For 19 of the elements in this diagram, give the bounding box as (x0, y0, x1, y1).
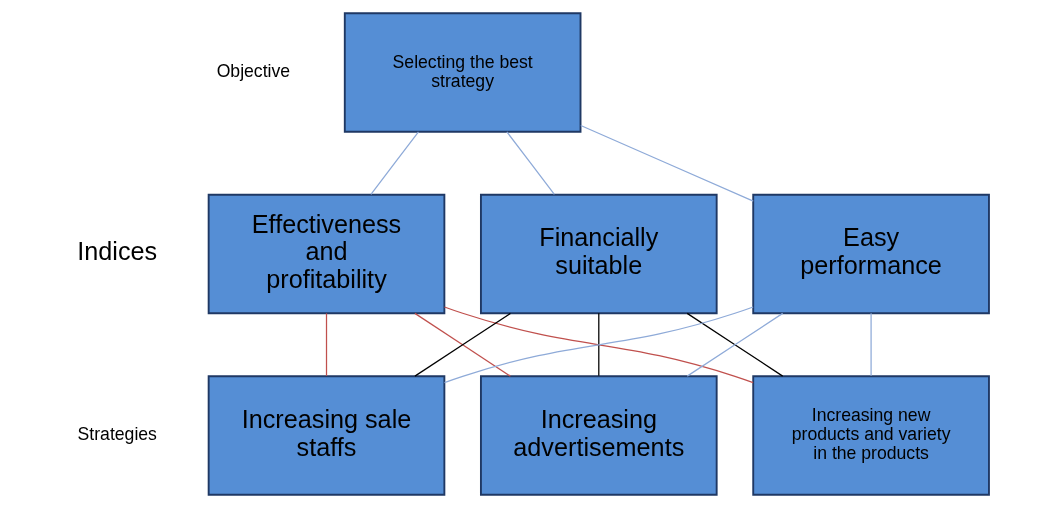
connector (579, 124, 754, 202)
connector (597, 312, 599, 377)
node-box: Increasing advertisements (479, 375, 718, 496)
connector (505, 131, 555, 195)
connector (325, 312, 327, 377)
connector (443, 306, 754, 384)
node-box: Selecting the best strategy (343, 12, 581, 133)
node-box: Increasing new products and variety in the products (751, 375, 990, 496)
node-box: Easy performance (751, 193, 990, 315)
label: Indices (76, 237, 157, 266)
node-box: Effectiveness and profitability (207, 193, 445, 315)
label: Strategies (77, 424, 157, 445)
label: Objective (216, 61, 290, 82)
node-box: Financially suitable (479, 193, 718, 315)
connector (686, 312, 783, 377)
connector (413, 312, 511, 377)
connector (369, 131, 419, 195)
node-box: Increasing sale staffs (207, 375, 445, 496)
connector (869, 312, 872, 377)
